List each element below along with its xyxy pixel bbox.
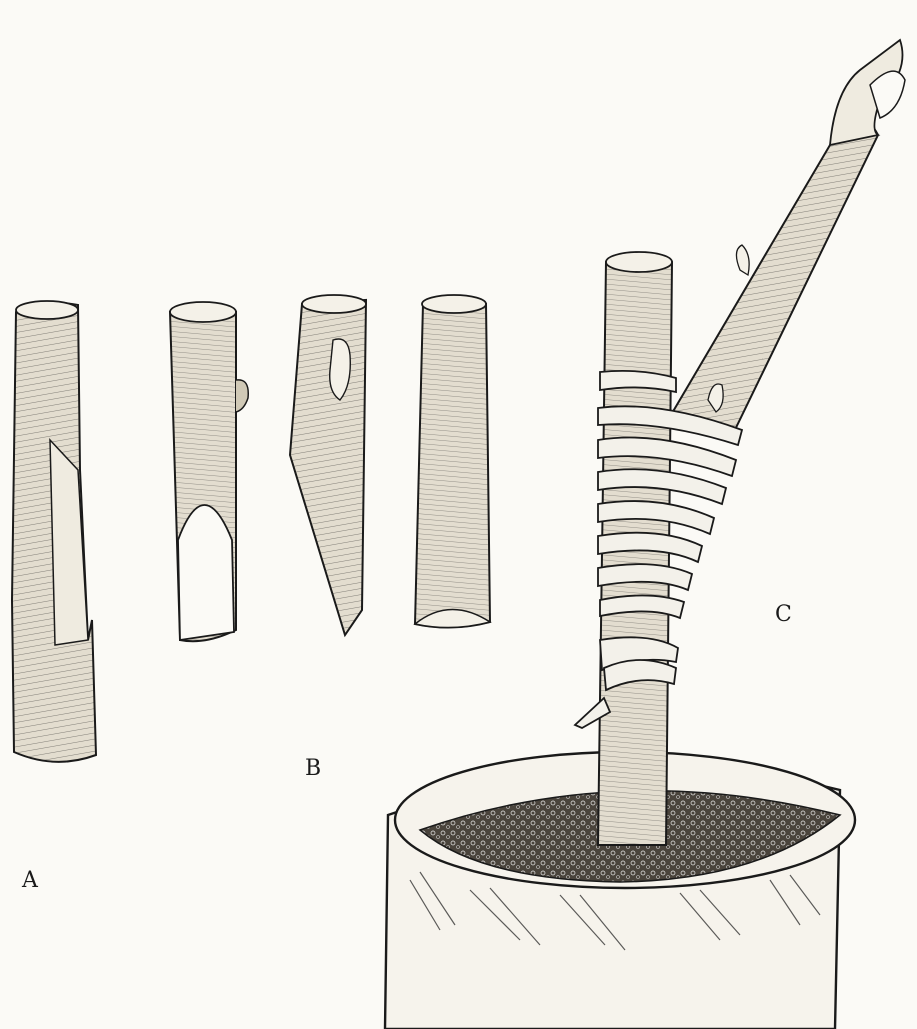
label-b: B — [305, 756, 321, 781]
stem-b2 — [290, 295, 366, 635]
stem-a — [12, 301, 96, 762]
label-a: A — [22, 868, 38, 893]
stem-b1 — [170, 302, 248, 641]
scion-c — [668, 40, 905, 440]
stem-b3 — [415, 295, 490, 628]
label-c: C — [775, 602, 792, 627]
